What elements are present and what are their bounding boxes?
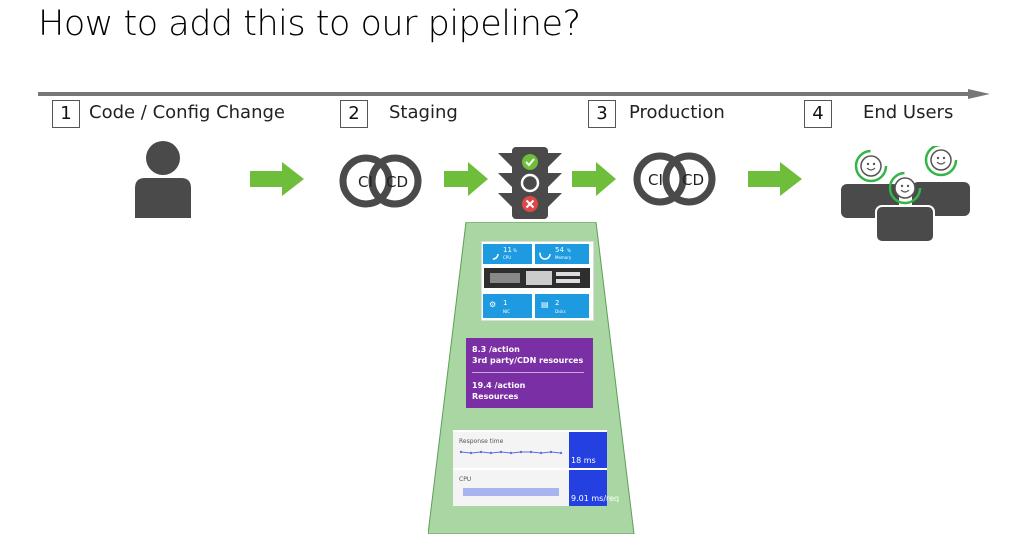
cpu-perf-value: 9.01 ms/req bbox=[571, 494, 620, 503]
cd-label: CD bbox=[682, 171, 704, 189]
cpu-tile: 9.01 ms/req bbox=[569, 470, 619, 506]
step-number: 2 bbox=[340, 100, 368, 128]
cdn-resources-label: 3rd party/CDN resources bbox=[472, 356, 584, 365]
disk-icon: ▤ bbox=[541, 300, 549, 309]
cd-label: CD bbox=[386, 173, 408, 191]
cpu-perf-label: CPU bbox=[459, 476, 472, 483]
cpu-label: CPU bbox=[503, 255, 512, 260]
cpu-bar bbox=[463, 488, 559, 496]
step-label: Production bbox=[629, 102, 725, 123]
step-number: 3 bbox=[588, 100, 616, 128]
response-time-tile: 18 ms bbox=[569, 432, 607, 468]
resources-panel: 8.3 /action 3rd party/CDN resources 19.4… bbox=[466, 338, 593, 408]
memory-value: 54 bbox=[555, 246, 564, 254]
response-time-value: 18 ms bbox=[571, 456, 596, 465]
server-rack-icon bbox=[484, 268, 590, 288]
resources-label: Resources bbox=[472, 392, 519, 401]
step-number: 1 bbox=[52, 100, 80, 128]
ci-cd-icon: CI CD bbox=[339, 154, 422, 208]
person-icon bbox=[135, 141, 191, 218]
step-label: Code / Config Change bbox=[89, 102, 285, 123]
donut-icon bbox=[539, 248, 551, 260]
flow-arrow-icon bbox=[572, 162, 616, 196]
ci-cd-icon: CI CD bbox=[633, 152, 716, 206]
response-time-row: Response time 18 ms bbox=[453, 432, 607, 468]
cpu-value: 11 bbox=[503, 246, 512, 254]
page-title: How to add this to our pipeline? bbox=[38, 4, 581, 44]
nic-label: NIC bbox=[503, 309, 510, 314]
cpu-row: CPU 9.01 ms/req bbox=[453, 470, 619, 506]
step-number: 4 bbox=[804, 100, 832, 128]
flow-arrow-icon bbox=[250, 162, 304, 196]
disks-label: Disks bbox=[555, 309, 566, 314]
host-metrics-panel: 11 % CPU 54 % Memory ⚙ 1 NIC ▤ 2 Disks bbox=[481, 241, 594, 321]
memory-unit: % bbox=[567, 248, 571, 253]
donut-icon bbox=[487, 248, 499, 260]
ci-label: CI bbox=[648, 171, 663, 189]
traffic-light-icon bbox=[498, 147, 562, 219]
step-label: Staging bbox=[389, 102, 458, 123]
network-icon: ⚙ bbox=[489, 300, 497, 309]
divider bbox=[472, 372, 584, 373]
nic-value: 1 bbox=[503, 299, 508, 307]
cpu-tile: 11 % CPU bbox=[483, 244, 532, 264]
disks-tile: ▤ 2 Disks bbox=[535, 294, 589, 318]
resources-value: 19.4 /action bbox=[472, 381, 526, 390]
timeline-arrow bbox=[38, 89, 990, 99]
cpu-unit: % bbox=[513, 248, 517, 253]
users-group-icon bbox=[841, 146, 970, 242]
disks-value: 2 bbox=[555, 299, 560, 307]
ci-label: CI bbox=[358, 173, 373, 191]
cdn-resources-value: 8.3 /action bbox=[472, 345, 520, 354]
flow-arrow-icon bbox=[444, 162, 488, 196]
performance-panel: Response time 18 ms CPU 9.01 ms/req bbox=[453, 430, 619, 506]
step-label: End Users bbox=[863, 102, 954, 123]
response-sparkline bbox=[459, 450, 563, 455]
nic-tile: ⚙ 1 NIC bbox=[483, 294, 532, 318]
memory-label: Memory bbox=[555, 255, 572, 260]
memory-tile: 54 % Memory bbox=[535, 244, 589, 264]
response-time-label: Response time bbox=[459, 438, 504, 445]
flow-arrow-icon bbox=[748, 162, 802, 196]
